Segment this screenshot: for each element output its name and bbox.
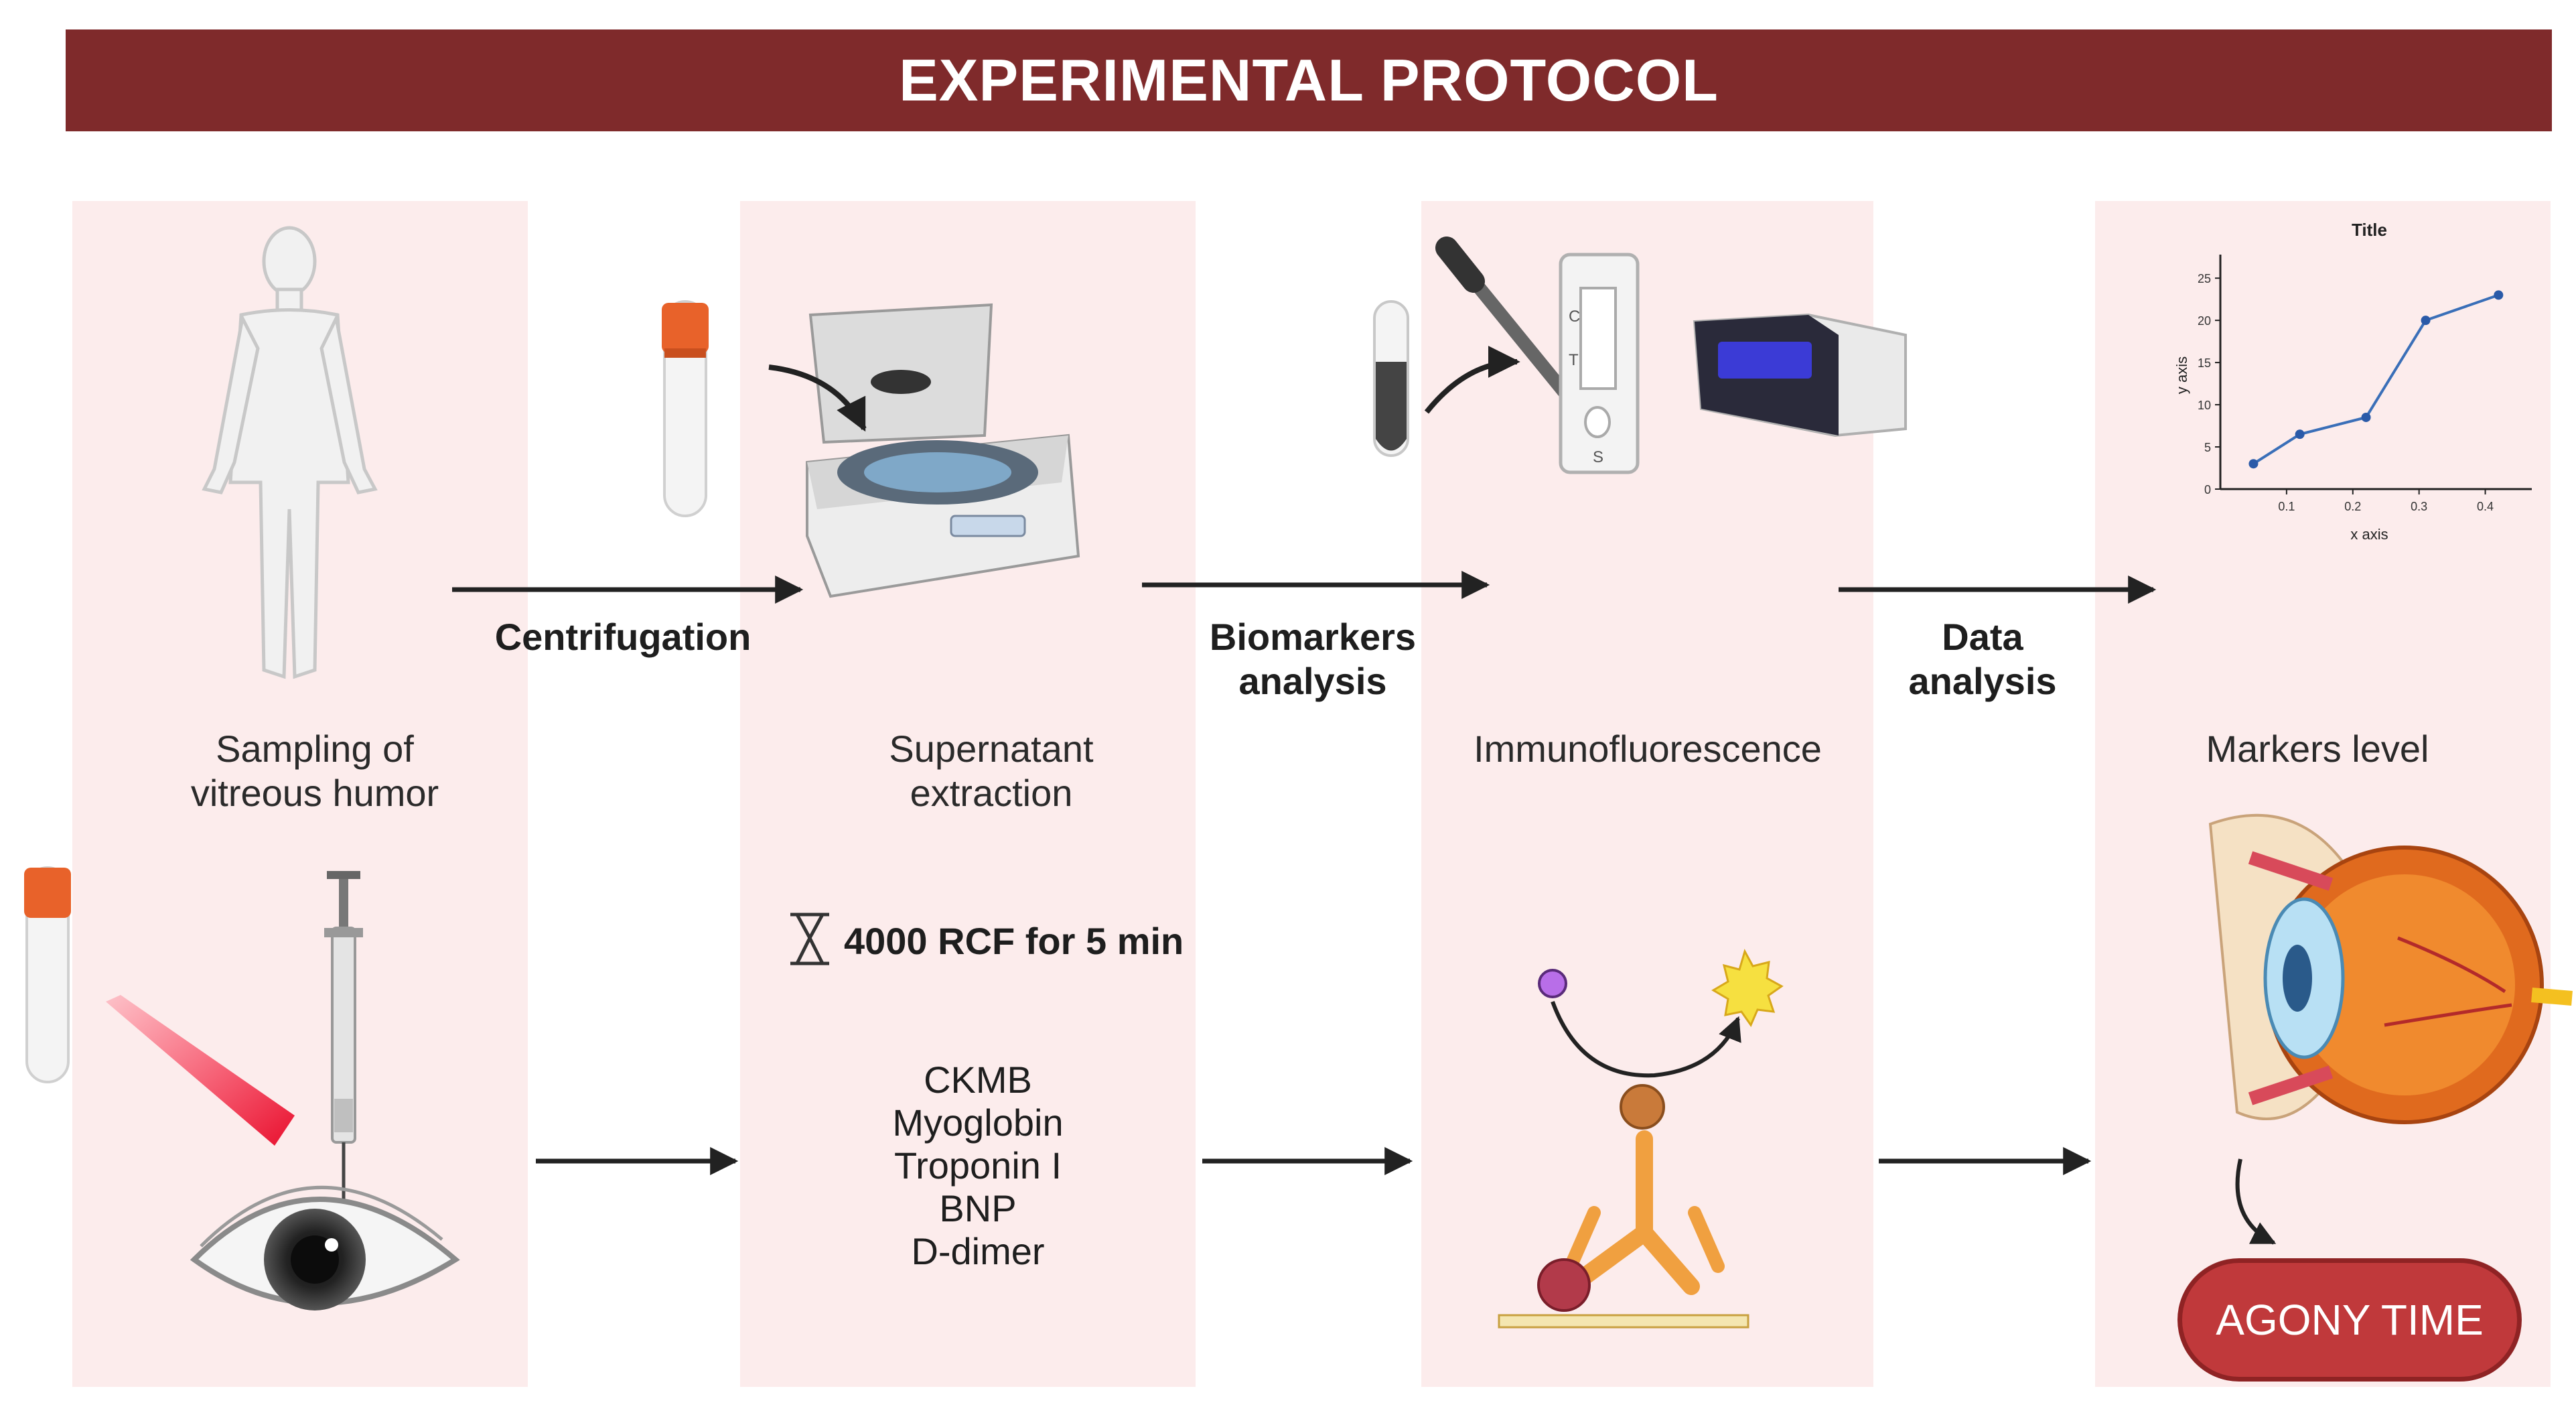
biomarker-list: CKMB Myoglobin Troponin I BNP D-dimer — [824, 1059, 1132, 1273]
biomarker-item: Myoglobin — [892, 1101, 1064, 1144]
chart-y-label: y axis — [2173, 356, 2190, 394]
title-banner: EXPERIMENTAL PROTOCOL — [66, 29, 2552, 131]
stage-immuno-line-1: Immunofluorescence — [1474, 728, 1822, 770]
antibody-icon — [1498, 949, 1784, 1329]
side-tube-icon — [24, 866, 71, 1083]
markers-chart: Title x axis y axis 0 5 10 15 20 25 0.1 0.2 0.3 0.4 — [2173, 220, 2532, 543]
chart-y-tick-label: 20 — [2198, 314, 2211, 328]
chart-series-line — [2252, 293, 2499, 465]
page-title: EXPERIMENTAL PROTOCOL — [899, 47, 1719, 113]
stage-sampling-line-1: Sampling of — [216, 728, 414, 770]
blood-tube-icon — [1373, 300, 1520, 457]
syringe-icon — [324, 871, 363, 1236]
stage-supernatant-label: Supernatant extraction — [784, 727, 1199, 815]
transition-biomarkers-line-1: Biomarkers — [1209, 616, 1417, 658]
chart-data-point — [2295, 429, 2305, 440]
chart-y-tick-label: 0 — [2204, 483, 2211, 496]
strip-label-s: S — [1593, 448, 1603, 466]
chart-data-point — [2361, 412, 2371, 422]
chart-x-label: x axis — [2350, 526, 2388, 543]
centrifuge-icon — [768, 303, 1080, 598]
laser-icon — [106, 995, 295, 1146]
chart-data-point — [2494, 290, 2504, 300]
transition-data-label: Data analysis — [1875, 615, 2090, 703]
transition-data-line-1: Data — [1942, 616, 2023, 658]
stage-markers-label: Markers level — [2110, 727, 2525, 771]
transition-biomarkers-line-2: analysis — [1238, 660, 1387, 703]
agony-time-badge: AGONY TIME — [2182, 1263, 2517, 1377]
chart-x-tick-label: 0.1 — [2278, 500, 2295, 513]
stage-markers-line-1: Markers level — [2206, 728, 2429, 770]
chart-y-tick-label: 10 — [2198, 399, 2211, 412]
stage-supernatant-line-1: Supernatant — [889, 728, 1094, 770]
biomarker-item: Troponin I — [893, 1144, 1062, 1187]
reader-device-icon — [1693, 313, 1907, 438]
test-tube-icon — [662, 300, 709, 517]
chart-x-tick-label: 0.3 — [2411, 500, 2427, 513]
transition-biomarkers-label: Biomarkers analysis — [1179, 615, 1447, 703]
biomarker-item: BNP — [939, 1187, 1017, 1229]
biomarker-item: CKMB — [924, 1059, 1032, 1101]
agony-time-label: AGONY TIME — [2216, 1296, 2484, 1344]
chart-y-tick-label: 5 — [2204, 441, 2211, 454]
eye-anatomy-icon — [2208, 813, 2573, 1245]
transition-centrifugation-line-1: Centrifugation — [494, 616, 752, 658]
transition-data-line-2: analysis — [1908, 660, 2057, 703]
chart-title: Title — [2352, 220, 2387, 240]
strip-label-c: C — [1569, 308, 1580, 326]
stage-sampling-label: Sampling of vitreous humor — [107, 727, 522, 815]
chart-data-point — [2248, 459, 2259, 469]
stage-sampling-line-2: vitreous humor — [190, 772, 439, 815]
hourglass-icon — [790, 913, 829, 965]
chart-x-tick-label: 0.2 — [2344, 500, 2361, 513]
panel-markers — [2095, 201, 2551, 1387]
chart-data-point — [2421, 316, 2431, 326]
chart-y-tick-label: 25 — [2198, 272, 2211, 285]
stage-supernatant-line-2: extraction — [910, 772, 1073, 815]
human-body-icon — [202, 226, 378, 679]
test-cassette-icon: C T S — [1559, 253, 1640, 474]
biomarker-item: D-dimer — [911, 1230, 1045, 1272]
chart-y-tick-label: 15 — [2198, 356, 2211, 370]
stage-immuno-label: Immunofluorescence — [1440, 727, 1855, 771]
chart-x-tick-label: 0.4 — [2477, 500, 2494, 513]
strip-label-t: T — [1569, 351, 1579, 369]
transition-centrifugation-label: Centrifugation — [455, 615, 790, 659]
centrifuge-setting: 4000 RCF for 5 min — [844, 920, 1184, 962]
eye-icon — [190, 1186, 460, 1311]
